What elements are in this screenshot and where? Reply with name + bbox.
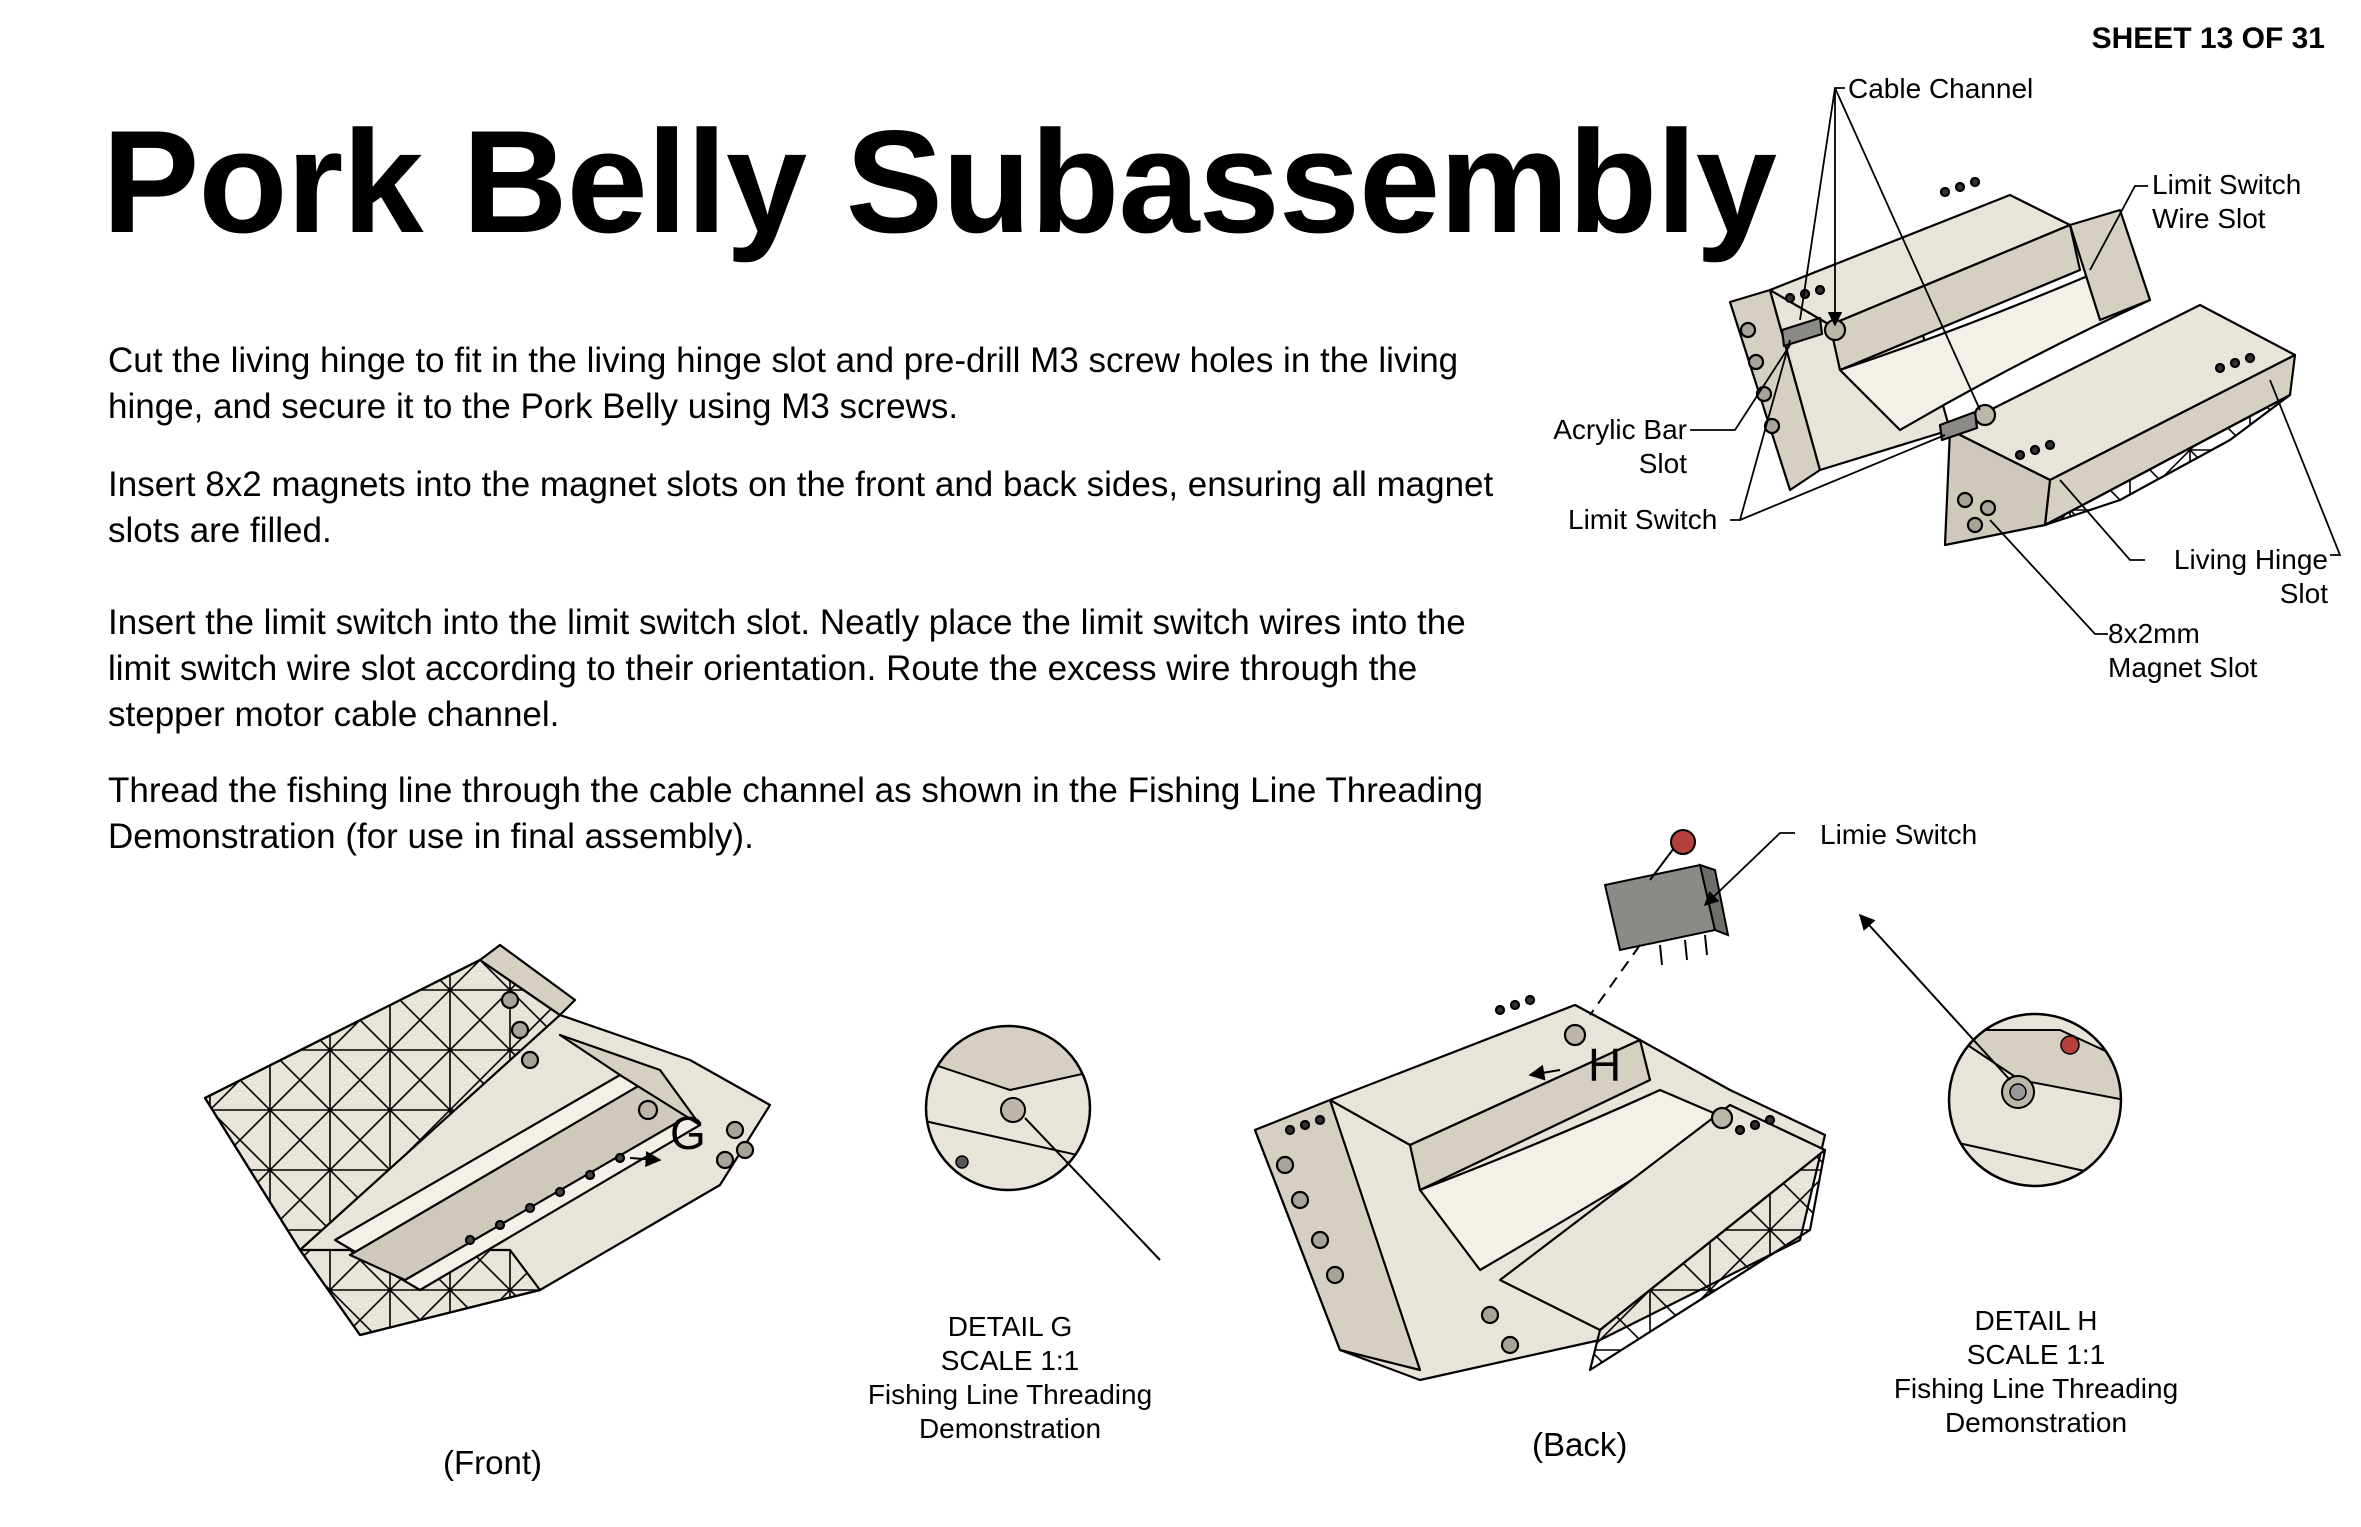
limit-switch-part — [1603, 829, 1730, 966]
callout-limit-switch-wire-slot: Limit Switch Wire Slot — [2152, 169, 2302, 234]
detail-g-marker: G — [670, 1107, 706, 1159]
isometric-part-top — [1728, 176, 2297, 547]
callout-magnet-slot: 8x2mm Magnet Slot — [2108, 618, 2258, 683]
back-view-label: (Back) — [1532, 1426, 1628, 1463]
callout-limie-switch: Limie Switch — [1820, 819, 1978, 850]
detail-g-caption: DETAIL G SCALE 1:1 Fishing Line Threadin… — [867, 1311, 1153, 1444]
sheet-number: SHEET 13 OF 31 — [2091, 22, 2325, 55]
callout-limit-switch: Limit Switch — [1568, 504, 1718, 535]
instruction-paragraph: Thread the fishing line through the cabl… — [108, 771, 1483, 856]
callout-leaders-top — [1690, 87, 2342, 635]
callout-acrylic-bar-slot: Acrylic Bar Slot — [1553, 414, 1687, 479]
back-view-part — [1253, 994, 1827, 1382]
detail-h-view — [1858, 913, 2123, 1188]
callout-living-hinge-slot: Living Hinge Slot — [2173, 544, 2328, 609]
front-view-label: (Front) — [443, 1444, 542, 1481]
page-title: Pork Belly Subassembly — [102, 100, 1777, 263]
detail-g-view — [924, 1024, 1161, 1261]
detail-h-caption: DETAIL H SCALE 1:1 Fishing Line Threadin… — [1893, 1305, 2179, 1438]
instruction-paragraph: Cut the living hinge to fit in the livin… — [108, 341, 1459, 426]
front-view-part — [203, 943, 772, 1337]
detail-h-marker: H — [1588, 1039, 1622, 1091]
instruction-paragraph: Insert 8x2 magnets into the magnet slots… — [108, 465, 1494, 550]
instruction-paragraph: Insert the limit switch into the limit s… — [108, 603, 1466, 734]
callout-cable-channel: Cable Channel — [1848, 73, 2034, 104]
